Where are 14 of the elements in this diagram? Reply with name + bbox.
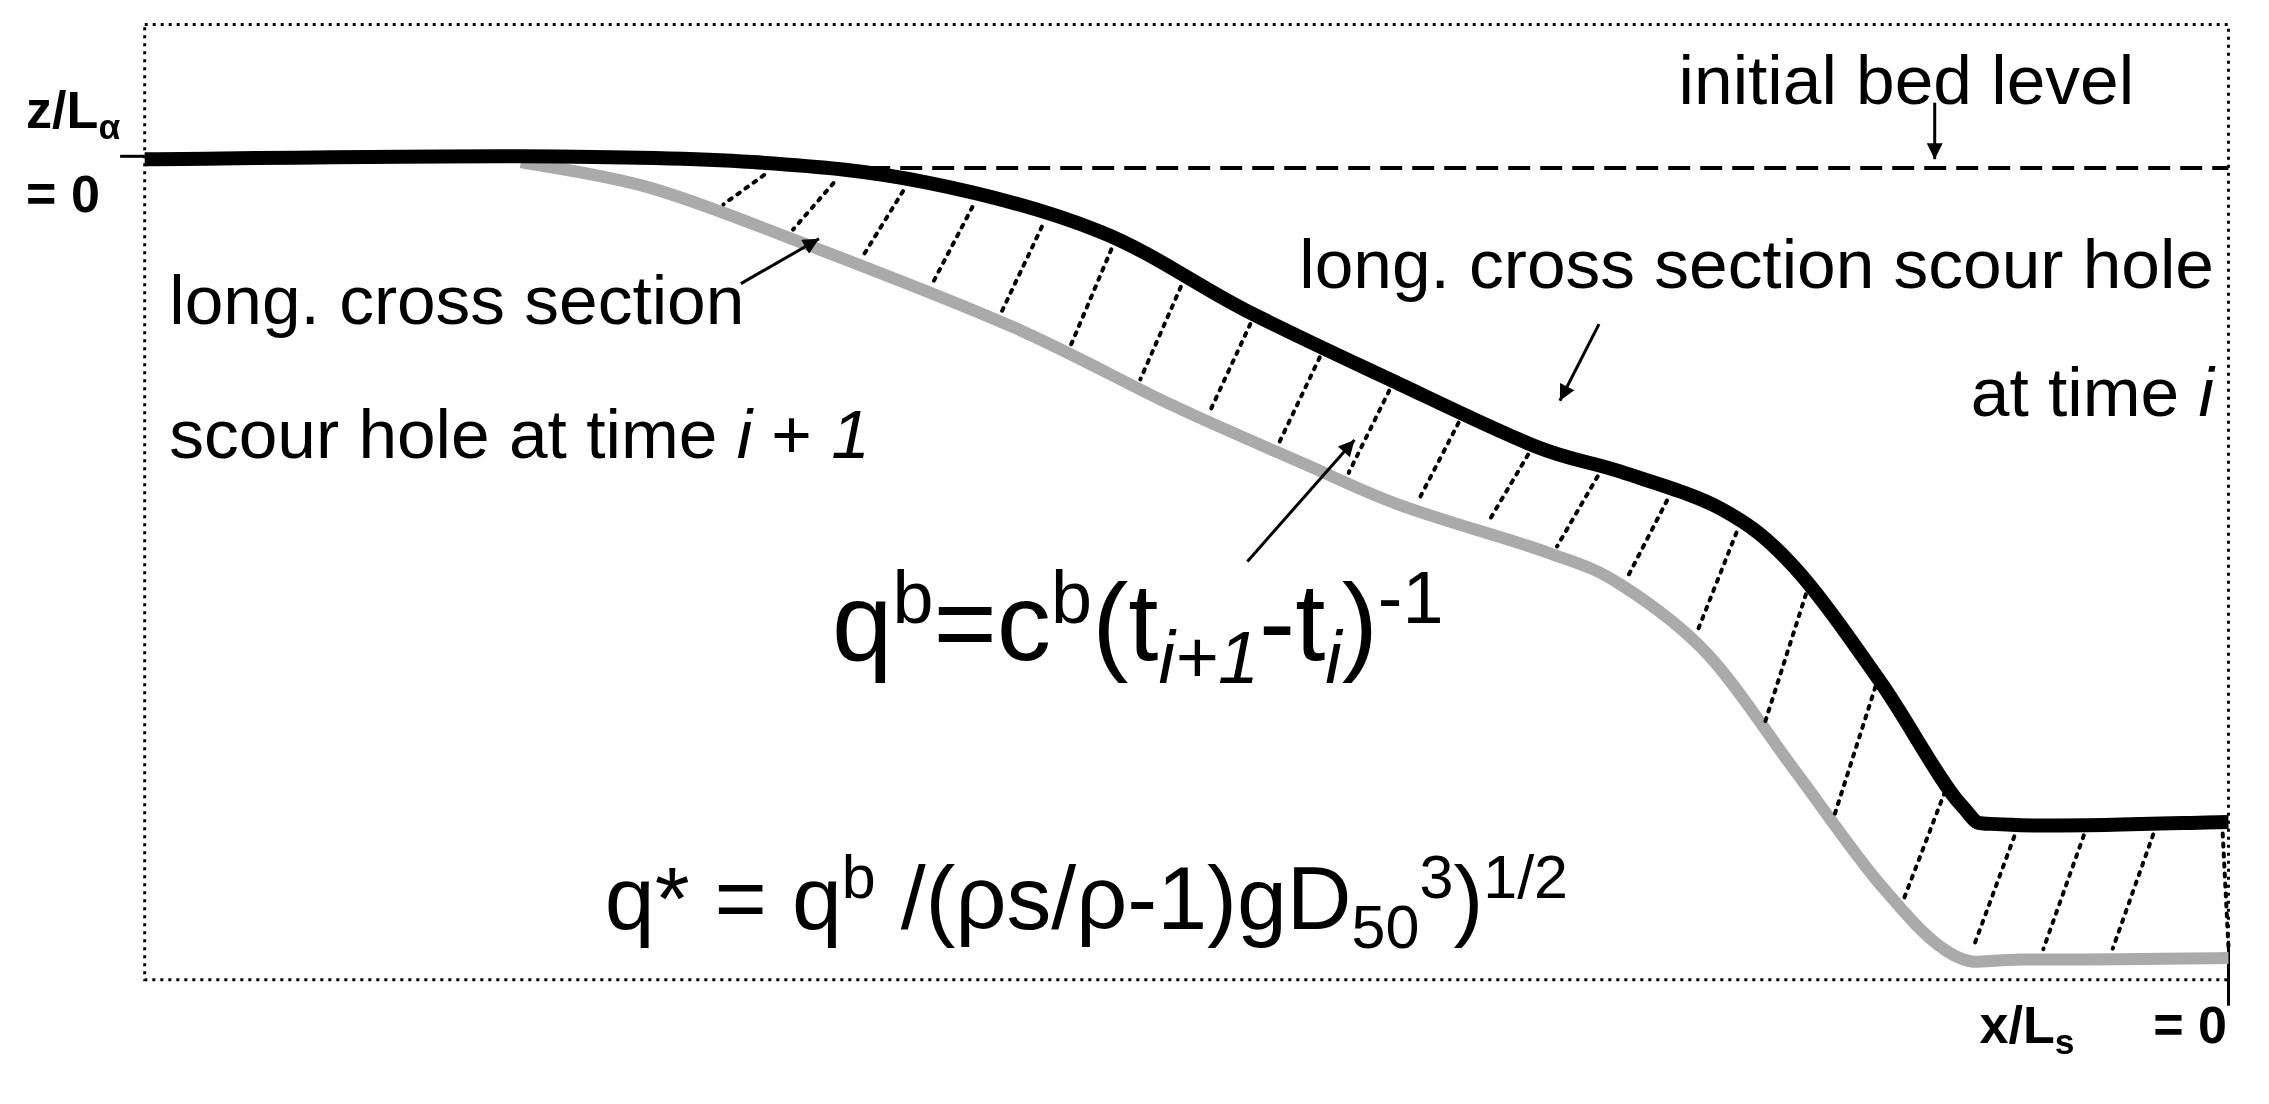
axis-value: = 0 <box>26 164 100 225</box>
formula: q$^{b}$=c$^{b}$(t$_{i+1}$-t$_{i}$)$^{-1}$ <box>832 561 1444 687</box>
leader-line <box>1246 438 1356 563</box>
scour-profile-line <box>144 149 2229 833</box>
leader-line <box>1926 102 1943 160</box>
part-label: long. cross section scour hole at time i <box>1273 199 2214 458</box>
axis-label: x/L$_{s}$ <box>1979 995 2075 1056</box>
part-label: initial bed level <box>1678 40 2135 121</box>
axis-label: z/L$_{α}$ <box>26 81 121 141</box>
leader-line <box>1558 323 1601 402</box>
axis-value: = 0 <box>2153 995 2228 1056</box>
leader-line <box>740 237 820 285</box>
formula: q* = q$^{b}$ /(ρs/ρ-1)gD$_{50}$$^{3}$)$^{1/2}$ <box>604 846 1569 950</box>
part-label: long. cross section scour hole at time i + 1 <box>169 234 879 501</box>
